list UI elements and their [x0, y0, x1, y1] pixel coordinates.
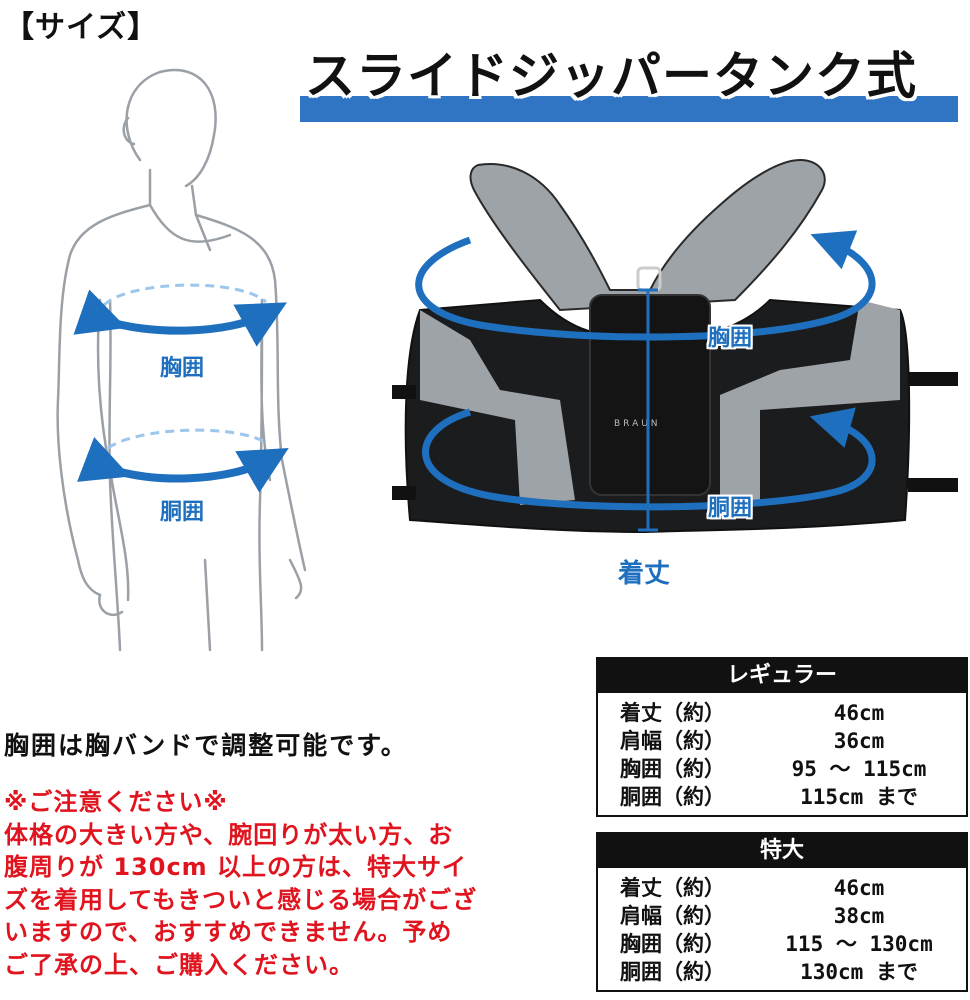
size-table-regular: レギュラー 着丈（約） 46cm 肩幅（約） 36cm 胸囲（約） 95 ～ 1…: [596, 657, 968, 817]
vest-length-measure: [638, 288, 658, 532]
size-row-value: 46cm: [833, 701, 885, 725]
caution-line: いますので、おすすめできません。予め: [4, 918, 453, 946]
body-waist-label: 胴囲: [160, 500, 205, 525]
vest-chest-label: 胸囲: [708, 326, 753, 351]
section-label: 【サイズ】: [4, 10, 159, 45]
size-row-value: 95 ～ 115cm: [791, 757, 927, 781]
size-row-label: 肩幅（約）: [620, 904, 725, 928]
size-row: 胴囲（約） 130cm まで: [598, 958, 966, 986]
page-title: スライドジッパータンク式: [305, 47, 917, 105]
caution-block: ※ご注意ください※ 体格の大きい方や、腕回りが太い方、お 腹周りが 130cm …: [4, 786, 564, 981]
size-row: 肩幅（約） 36cm: [598, 727, 966, 755]
size-row: 胴囲（約） 115cm まで: [598, 783, 966, 811]
size-row-label: 肩幅（約）: [620, 729, 725, 753]
caution-line: 体格の大きい方や、腕回りが太い方、お: [4, 820, 454, 849]
size-row: 着丈（約） 46cm: [598, 874, 966, 902]
size-row-value: 46cm: [833, 876, 885, 900]
body-chest-label: 胸囲: [160, 356, 205, 381]
size-row: 肩幅（約） 38cm: [598, 902, 966, 930]
size-row: 着丈（約） 46cm: [598, 699, 966, 727]
caution-heading: ※ご注意ください※: [4, 788, 228, 816]
body-waist-measure: [77, 428, 289, 493]
size-row: 胸囲（約） 95 ～ 115cm: [598, 755, 966, 783]
size-row-label: 着丈（約）: [620, 876, 725, 900]
body-chest-measure: [73, 283, 287, 347]
vest-illustration: [392, 158, 958, 534]
size-row: 胸囲（約） 115 ～ 130cm: [598, 930, 966, 958]
caution-line: 腹周りが 130cm 以上の方は、特大サイ: [4, 853, 468, 881]
size-row-label: 胸囲（約）: [620, 932, 725, 956]
title-underline-bar: [300, 96, 958, 122]
size-table-header: 特大: [598, 834, 966, 868]
size-row-label: 胴囲（約）: [620, 960, 725, 984]
size-row-value: 115 ～ 130cm: [785, 932, 933, 956]
size-row-value: 115cm まで: [800, 785, 918, 809]
size-row-value: 38cm: [833, 904, 885, 928]
vest-chest-measure: [415, 230, 876, 341]
vest-length-label: 着丈: [618, 559, 671, 589]
size-table-large: 特大 着丈（約） 46cm 肩幅（約） 38cm 胸囲（約） 115 ～ 130…: [596, 832, 968, 992]
size-table-header: レギュラー: [598, 659, 966, 693]
vest-brand-mark: BRAUN: [614, 419, 661, 429]
adjustment-note: 胸囲は胸バンドで調整可能です。: [4, 731, 408, 760]
size-illustration: BRAUN: [56, 68, 958, 652]
caution-line: ご了承の上、ご購入ください。: [4, 950, 354, 979]
caution-line: ズを着用してもきついと感じる場合がござ: [4, 885, 478, 914]
size-row-value: 130cm まで: [800, 960, 918, 984]
size-row-label: 着丈（約）: [620, 701, 725, 725]
size-row-label: 胴囲（約）: [620, 785, 725, 809]
vest-waist-label: 胴囲: [708, 496, 753, 521]
size-row-label: 胸囲（約）: [620, 757, 725, 781]
size-row-value: 36cm: [833, 729, 885, 753]
